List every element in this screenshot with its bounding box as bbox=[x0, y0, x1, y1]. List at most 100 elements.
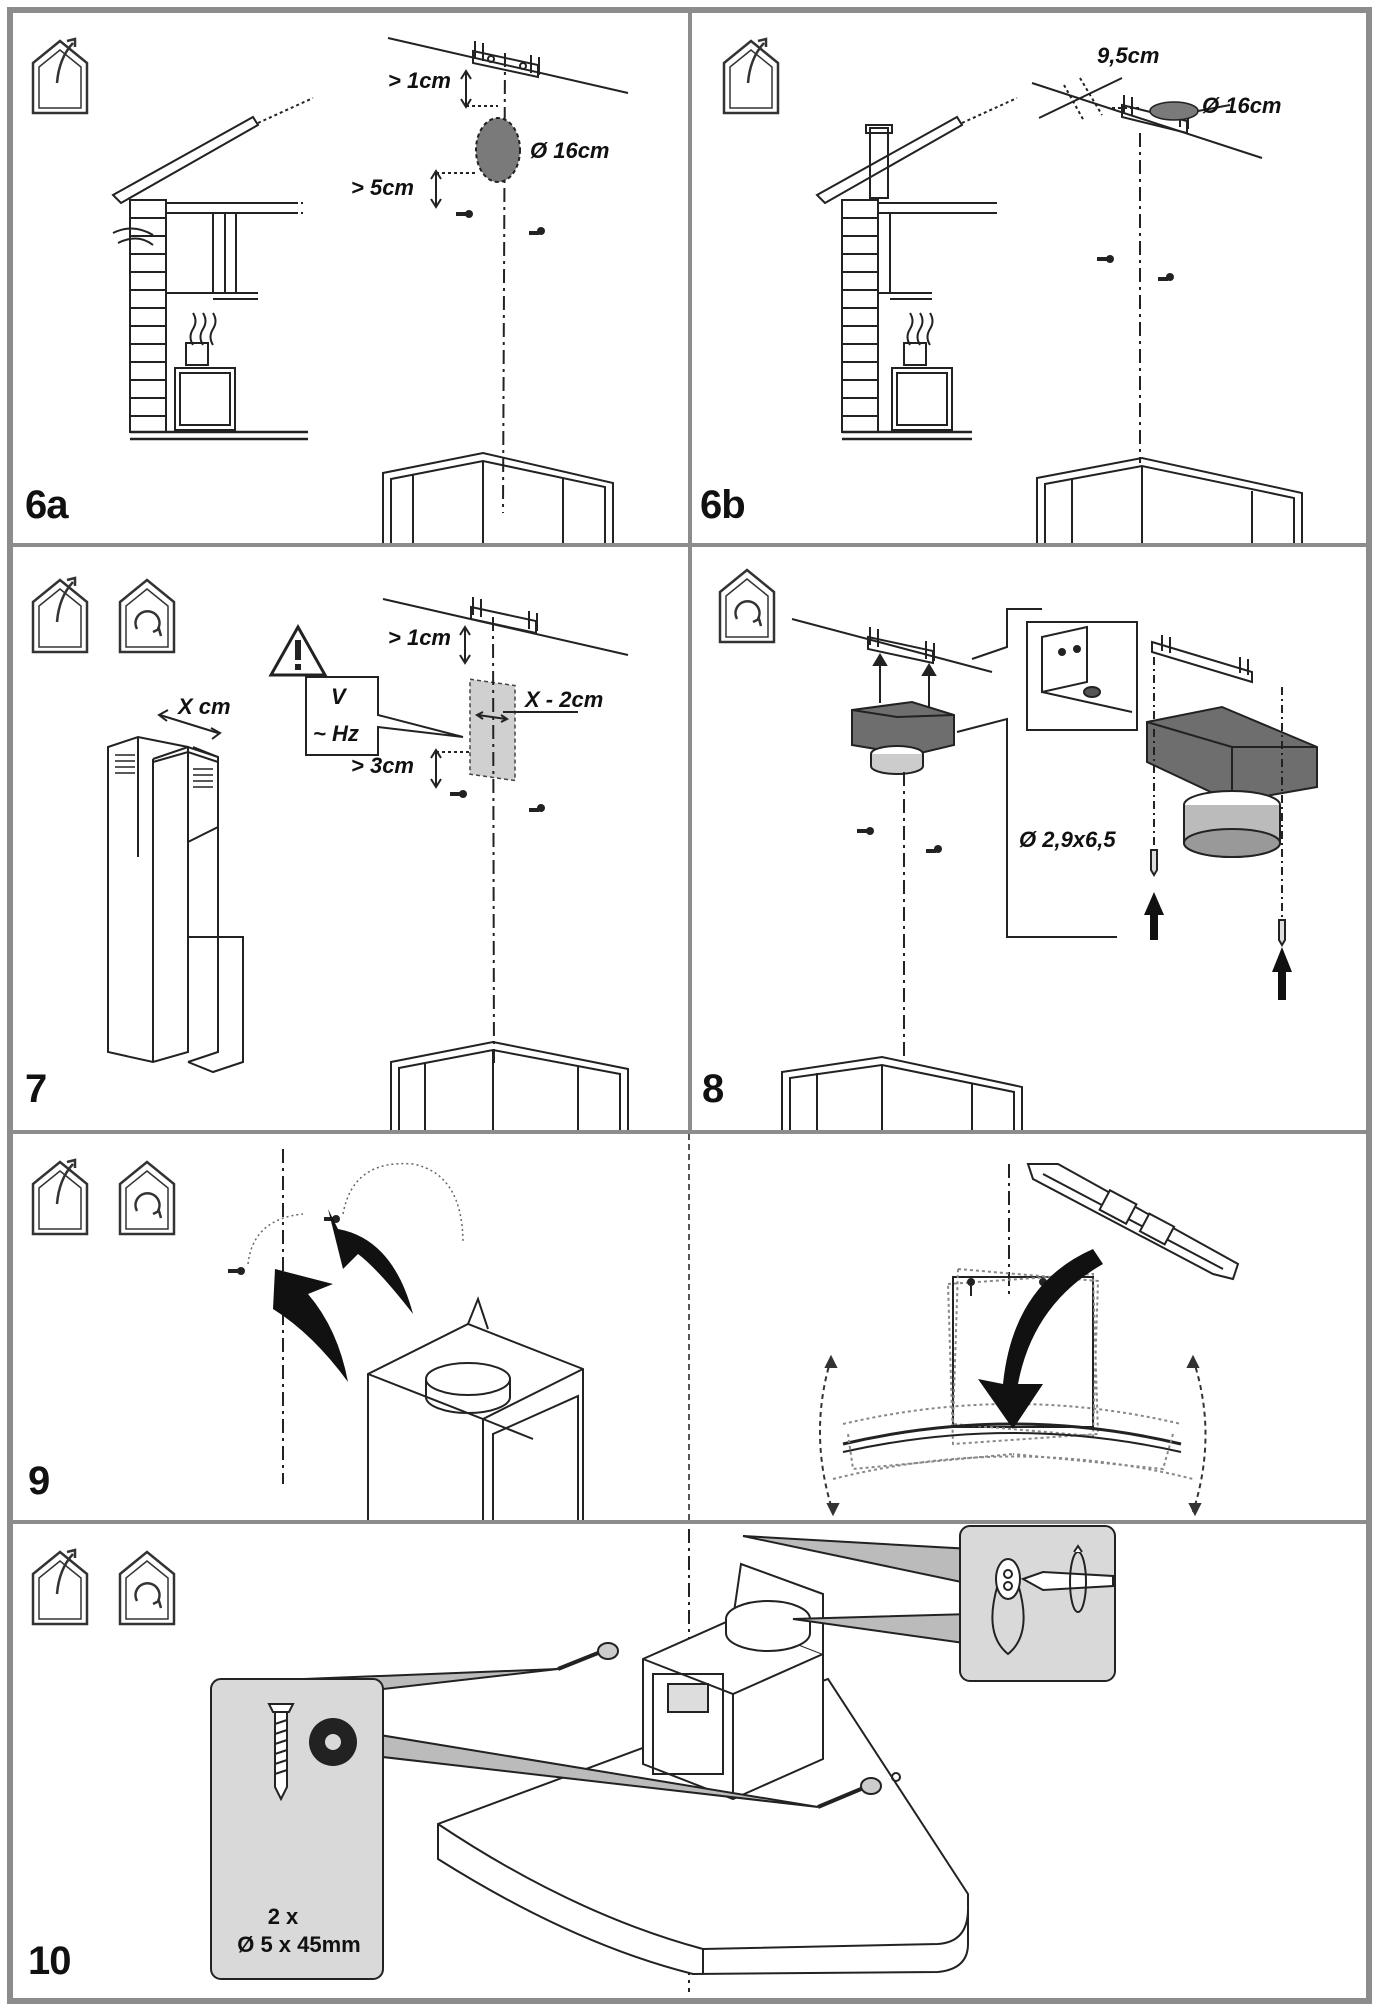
dim-ceiling-gap-label: > 1cm bbox=[388, 625, 451, 650]
ducted-mode-icon bbox=[722, 37, 780, 115]
wall-cabinet bbox=[382, 451, 614, 543]
screw-left bbox=[228, 1267, 245, 1275]
screw-left bbox=[1097, 255, 1114, 263]
wall-cabinet bbox=[1036, 456, 1303, 543]
recirculation-mode-icon bbox=[718, 568, 776, 644]
house-illustration bbox=[111, 97, 314, 441]
screw-right bbox=[926, 845, 942, 853]
ceiling-bracket bbox=[387, 37, 629, 94]
row-divider-1 bbox=[7, 543, 1366, 547]
dim-socket-width bbox=[475, 711, 578, 723]
ceiling-bracket bbox=[791, 618, 993, 673]
dim-bracket-offset bbox=[1038, 77, 1123, 122]
screw-right bbox=[529, 804, 545, 812]
step-6b-panel: 9,5cm Ø 16cm 6b bbox=[692, 13, 1360, 543]
step-number-7: 7 bbox=[25, 1067, 47, 1111]
col-divider-top bbox=[688, 7, 692, 1134]
duct-leader bbox=[1197, 104, 1231, 112]
dim-chimney-width bbox=[157, 709, 222, 740]
dim-socket-gap-label: > 3cm bbox=[351, 753, 414, 778]
screw-left bbox=[456, 210, 473, 218]
step-7-panel: X cm V ~ Hz > 1cm bbox=[13, 547, 688, 1130]
step-7-drawing: X cm V ~ Hz > 1cm bbox=[31, 576, 629, 1130]
screw-right bbox=[1158, 273, 1174, 281]
ducted-mode-icon bbox=[31, 576, 89, 654]
step-6a-panel: > 1cm Ø 16cm > 5cm 6a bbox=[13, 13, 688, 543]
house-illustration bbox=[815, 97, 1018, 441]
col-divider-step9 bbox=[688, 1134, 694, 1520]
step-8-drawing: Ø 2,9x6,5 bbox=[718, 568, 1318, 1130]
step-number-6b: 6b bbox=[700, 483, 746, 527]
hose-clamp-icon bbox=[991, 1558, 1025, 1656]
washer-icon bbox=[309, 1718, 357, 1766]
glass-panel bbox=[1026, 1163, 1240, 1281]
voltage-box bbox=[305, 676, 464, 756]
bracket-zoom-detail bbox=[1041, 625, 1133, 713]
step-10-panel: 2 x Ø 5 x 45mm 10 bbox=[13, 1524, 1360, 1992]
dim-socket-gap bbox=[430, 748, 471, 789]
step-number-8: 8 bbox=[702, 1067, 724, 1111]
row-divider-2 bbox=[7, 1130, 1366, 1134]
ducted-mode-icon bbox=[31, 1548, 89, 1626]
detail-callout-frame bbox=[956, 608, 1138, 938]
screw-left bbox=[857, 827, 874, 835]
lift-arrow-2 bbox=[328, 1209, 413, 1314]
dim-bracket-offset-label: 9,5cm bbox=[1097, 43, 1159, 68]
center-axis bbox=[502, 52, 506, 514]
warning-icon bbox=[268, 623, 328, 677]
ducted-mode-icon bbox=[31, 37, 89, 115]
screw-qty-label: 2 x bbox=[268, 1904, 299, 1929]
duct-hole bbox=[475, 117, 521, 183]
frequency-label: ~ Hz bbox=[313, 721, 359, 746]
dim-ceiling-gap bbox=[460, 69, 498, 109]
ceiling-bracket bbox=[382, 597, 629, 656]
up-arrows bbox=[872, 653, 937, 713]
recirculation-mode-icon bbox=[118, 1550, 176, 1626]
hood-body bbox=[367, 1296, 584, 1520]
motor-housing bbox=[642, 1562, 824, 1801]
dim-plug-gap bbox=[430, 169, 475, 209]
clamp-detail-box bbox=[959, 1525, 1116, 1682]
ducted-mode-icon bbox=[31, 1158, 89, 1236]
dim-chimney-width-label: X cm bbox=[176, 694, 231, 719]
screw-size-label: Ø 5 x 45mm bbox=[237, 1932, 361, 1957]
step-number-10: 10 bbox=[28, 1939, 71, 1983]
step-6b-drawing: 9,5cm Ø 16cm bbox=[722, 37, 1303, 543]
screwdriver-icon bbox=[1020, 1544, 1114, 1613]
voltage-label: V bbox=[331, 684, 348, 709]
screw-detail-box bbox=[210, 1678, 384, 1980]
hood-canopy-body bbox=[437, 1677, 969, 1976]
wall-cabinet bbox=[390, 1040, 629, 1130]
recirculation-mode-icon bbox=[118, 1160, 176, 1236]
screw-right bbox=[529, 227, 545, 235]
dim-plug-gap-label: > 5cm bbox=[351, 175, 414, 200]
wall-cabinet bbox=[781, 1055, 1023, 1130]
screw-icon bbox=[267, 1703, 295, 1802]
step-9-panel: 9 bbox=[13, 1134, 1360, 1520]
dim-ceiling-gap bbox=[459, 625, 471, 665]
lift-arrow-1 bbox=[273, 1269, 348, 1382]
hood-canopy bbox=[832, 1267, 1194, 1480]
step-8-panel: Ø 2,9x6,5 8 bbox=[692, 547, 1360, 1130]
mount-arrow bbox=[978, 1249, 1103, 1429]
step-number-6a: 6a bbox=[25, 483, 68, 527]
step-9-drawing bbox=[31, 1149, 1240, 1520]
screw-left-assembly bbox=[557, 1642, 619, 1671]
filter-adapter-box bbox=[851, 700, 955, 775]
duct-diameter-label: Ø 16cm bbox=[530, 138, 610, 163]
center-axis bbox=[492, 616, 495, 1068]
tilt-arrows bbox=[818, 1354, 1207, 1517]
dim-ceiling-gap-label: > 1cm bbox=[388, 68, 451, 93]
step-10-drawing: 2 x Ø 5 x 45mm bbox=[31, 1525, 1116, 1992]
duct-hole bbox=[1149, 101, 1199, 121]
screw-size-label: Ø 2,9x6,5 bbox=[1019, 827, 1116, 852]
path-dotted-1 bbox=[247, 1213, 304, 1265]
recirculation-mode-icon bbox=[118, 578, 176, 654]
adapter-detail bbox=[1146, 635, 1318, 947]
screw-left bbox=[450, 790, 467, 798]
screw-right-assembly bbox=[817, 1772, 901, 1809]
chimney-cover bbox=[107, 735, 244, 1074]
path-dotted-2 bbox=[342, 1162, 464, 1245]
duct-diameter-label: Ø 16cm bbox=[1202, 93, 1282, 118]
